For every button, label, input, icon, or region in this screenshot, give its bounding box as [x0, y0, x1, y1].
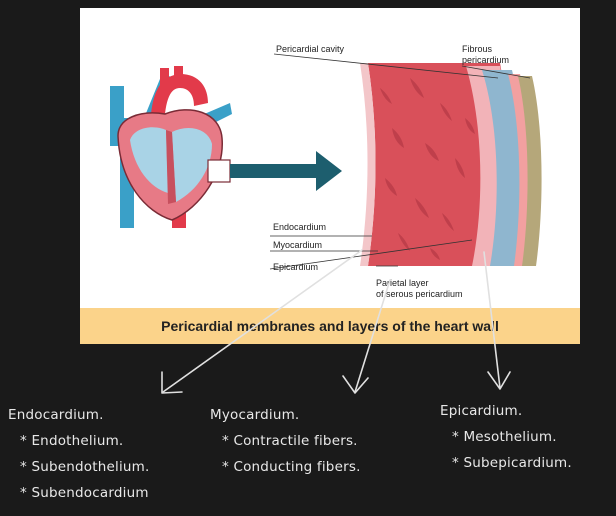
label-parietal-line1: Parietal layer — [376, 278, 429, 288]
endocardium-notes-title: Endocardium. — [8, 407, 104, 423]
myocardium-notes: Myocardium. Contractile fibers. Conducti… — [210, 402, 361, 480]
heart-wall-figure: Pericardial cavity Fibrous pericardium E… — [80, 8, 580, 344]
endocardium-note-item: Subendocardium — [8, 480, 150, 506]
figure-illustration — [110, 53, 542, 270]
label-pericardial-cavity: Pericardial cavity — [276, 44, 345, 54]
pericardial-cavity-layer — [482, 70, 524, 266]
label-endocardium: Endocardium — [273, 222, 327, 232]
label-parietal-line2: of serous pericardium — [376, 289, 463, 299]
epicardium-notes: Epicardium. Mesothelium. Subepicardium. — [440, 398, 572, 476]
endocardium-note-item: Subendothelium. — [8, 454, 150, 480]
figure-caption: Pericardial membranes and layers of the … — [161, 318, 499, 334]
aorta — [150, 74, 208, 136]
label-fibrous-line2: pericardium — [462, 55, 510, 65]
endocardium-note-item: Endothelium. — [8, 428, 150, 454]
myocardium-note-item: Contractile fibers. — [210, 428, 361, 454]
label-epicardium: Epicardium — [273, 262, 319, 272]
caption-bar: Pericardial membranes and layers of the … — [80, 308, 580, 344]
label-myocardium: Myocardium — [273, 240, 323, 250]
label-fibrous-line1: Fibrous — [462, 44, 493, 54]
myocardium-note-item: Conducting fibers. — [210, 454, 361, 480]
endocardium-layer — [360, 63, 376, 266]
right-chambers — [130, 127, 168, 193]
epicardium-note-item: Subepicardium. — [440, 450, 572, 476]
myocardium-notes-title: Myocardium. — [210, 407, 300, 423]
left-chambers — [172, 128, 212, 202]
magnify-arrow — [230, 151, 342, 191]
heart-illustration — [110, 66, 232, 228]
parietal-layer — [508, 74, 530, 266]
epicardium-note-item: Mesothelium. — [440, 424, 572, 450]
aortic-branch-2 — [174, 66, 183, 84]
endocardium-notes: Endocardium. Endothelium. Subendothelium… — [8, 402, 150, 506]
epicardium-notes-title: Epicardium. — [440, 403, 523, 419]
wall-layers — [360, 63, 542, 266]
zoom-box — [207, 159, 231, 183]
myocardium-layer — [368, 63, 509, 266]
aortic-branch-1 — [160, 68, 169, 88]
septum — [166, 130, 176, 204]
fibrous-layer — [518, 76, 542, 266]
muscle-streaks — [380, 78, 475, 260]
